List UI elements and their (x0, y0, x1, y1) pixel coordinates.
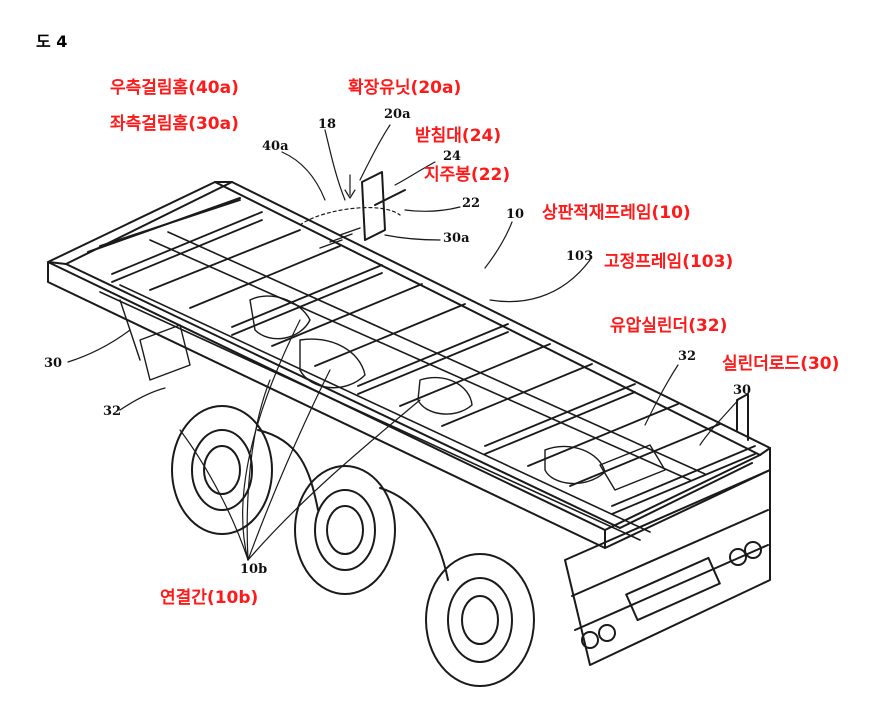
label-cylinder-rod: 실린더로드(30) (722, 354, 840, 374)
ref-22: 22 (462, 196, 481, 211)
ref-32-right: 32 (678, 349, 697, 364)
label-hydraulic-cylinder: 유압실린더(32) (610, 316, 728, 336)
ref-30-right: 30 (733, 383, 752, 398)
label-left-catch-groove: 좌측걸림홈(30a) (110, 114, 239, 134)
label-fixed-frame: 고정프레임(103) (604, 252, 734, 272)
connecting-rods (179, 319, 421, 561)
label-connecting-rod: 연결간(10b) (160, 588, 259, 608)
upper-load-frame (47, 181, 771, 549)
label-expansion-unit: 확장유닛(20a) (348, 78, 462, 98)
label-upper-load-frame: 상판적재프레임(10) (542, 203, 691, 223)
ref-103: 103 (566, 249, 594, 264)
expansion-unit (299, 171, 406, 249)
cross-members (99, 199, 756, 515)
ref-10: 10 (506, 207, 525, 222)
under-mechanisms (119, 295, 666, 491)
ref-20a: 20a (384, 107, 411, 122)
ref-30-left: 30 (44, 356, 63, 371)
ref-40a: 40a (262, 139, 289, 154)
leader-lines (67, 124, 741, 446)
ref-30a: 30a (443, 231, 470, 246)
ref-18: 18 (318, 117, 337, 132)
ref-24: 24 (443, 149, 462, 164)
ref-32-left: 32 (103, 404, 122, 419)
figure-title: 도 4 (36, 32, 68, 51)
label-support-stand: 받침대(24) (415, 126, 502, 146)
label-right-catch-groove: 우측걸림홈(40a) (110, 78, 239, 98)
wheels (171, 405, 535, 687)
label-support-pillar: 지주봉(22) (424, 165, 511, 185)
rear-bumper (564, 393, 771, 666)
ref-10b: 10b (240, 562, 268, 577)
